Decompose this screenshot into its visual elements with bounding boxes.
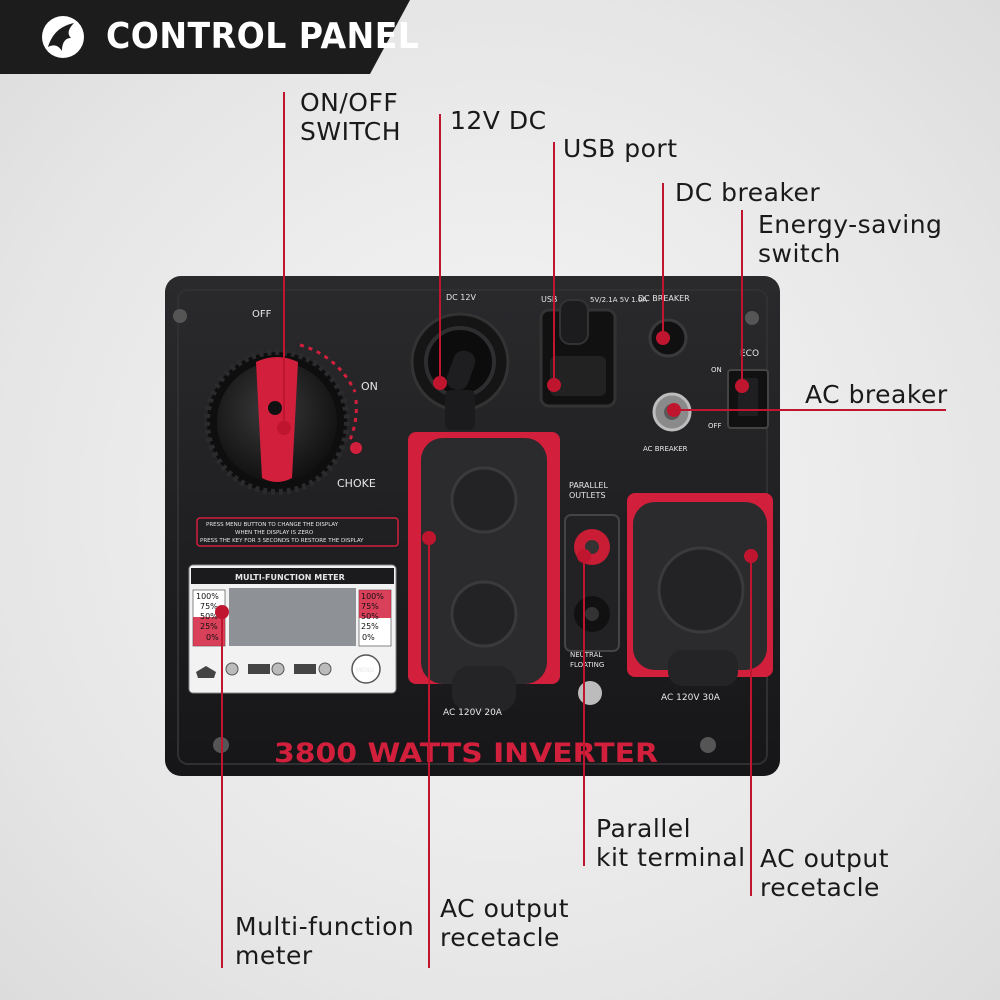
- callout-line: Parallel: [596, 814, 692, 843]
- callout-multi-function-meter: Multi-function meter: [235, 912, 414, 970]
- meter-left-level: 25%: [200, 622, 218, 631]
- knob-choke-label: CHOKE: [337, 477, 376, 490]
- menu-button: [351, 654, 381, 684]
- meter-left-level: 75%: [200, 602, 218, 611]
- ac-receptacle-20a: [408, 432, 560, 712]
- ac-20a-label: AC 120V 20A: [443, 708, 503, 718]
- brand-logo-icon: [42, 16, 84, 58]
- dc-breaker-label: DC BREAKER: [638, 294, 690, 303]
- callout-line: meter: [235, 941, 313, 970]
- meter-right-level: 75%: [361, 602, 379, 611]
- callout-energy-saving-switch: Energy-saving switch: [758, 210, 942, 268]
- ac-breaker-label: AC BREAKER: [643, 445, 688, 453]
- model-name: 3800 WATTS INVERTER: [274, 738, 658, 769]
- eco-on-label: ON: [711, 366, 722, 374]
- callout-line: switch: [758, 239, 841, 268]
- callout-ac-output-left: AC output recetacle: [440, 894, 569, 952]
- callout-leader-lines: [221, 92, 946, 968]
- knob-off-label: OFF: [252, 309, 272, 320]
- callout-line: AC output: [760, 844, 890, 873]
- parallel-outlets-line2: OUTLETS: [569, 491, 606, 500]
- callout-ac-breaker: AC breaker: [805, 380, 948, 409]
- menu-hint-line2: WHEN THE DISPLAY IS ZERO: [235, 530, 314, 536]
- meter-menu-label: MENU: [356, 667, 374, 674]
- callout-usb-port: USB port: [563, 134, 678, 163]
- usb-spec: 5V/2.1A 5V 1.0A: [590, 296, 647, 304]
- overload-icon: [294, 664, 316, 674]
- callout-ac-output-right: AC output recetacle: [760, 844, 889, 902]
- eco-label: ECO: [740, 349, 759, 359]
- eco-off-label: OFF: [708, 422, 722, 430]
- callout-line: Multi-function: [235, 912, 415, 941]
- parallel-outlets-line1: PARALLEL: [569, 481, 608, 490]
- callout-dots: [215, 331, 758, 619]
- screw-icon: [173, 309, 759, 753]
- meter-right-level: 50%: [361, 612, 379, 621]
- callout-line: recetacle: [440, 923, 560, 952]
- page-title: CONTROL PANEL: [106, 16, 420, 57]
- callout-on-off-switch: ON/OFF SWITCH: [300, 88, 401, 146]
- ac-receptacle-30a: [627, 493, 773, 686]
- callout-line: SWITCH: [300, 117, 402, 146]
- oil-icon: [196, 666, 216, 678]
- callout-line: AC output: [440, 894, 570, 923]
- callout-line: ON/OFF: [300, 88, 399, 117]
- callout-line: kit terminal: [596, 843, 746, 872]
- meter-right-level: 100%: [361, 592, 384, 601]
- menu-hint-box: [196, 517, 399, 547]
- meter-title: MULTI-FUNCTION METER: [235, 573, 345, 582]
- callout-parallel-kit-terminal: Parallel kit terminal: [596, 814, 746, 872]
- meter-left-level: 0%: [206, 633, 219, 642]
- on-off-knob: [204, 343, 362, 495]
- callout-line: Energy-saving: [758, 210, 943, 239]
- meter-right-level: 0%: [362, 633, 375, 642]
- ac-30a-label: AC 120V 30A: [661, 693, 721, 703]
- menu-hint-line1: PRESS MENU BUTTON TO CHANGE THE DISPLAY: [206, 522, 339, 528]
- meter-left-level: 50%: [200, 612, 218, 621]
- neutral-line1: NEUTRAL: [570, 651, 602, 659]
- multi-function-meter: [188, 564, 397, 694]
- meter-right-level: 25%: [361, 622, 379, 631]
- neutral-line2: FLOATING: [570, 661, 604, 669]
- callout-line: recetacle: [760, 873, 880, 902]
- meter-left-level: 100%: [196, 592, 219, 601]
- engine-icon: [248, 664, 270, 674]
- callout-12v-dc: 12V DC: [450, 106, 547, 135]
- knob-on-label: ON: [361, 380, 378, 393]
- menu-hint-line3: PRESS THE KEY FOR 3 SECONDS TO RESTORE T…: [200, 538, 364, 544]
- usb-label: USB: [541, 295, 557, 304]
- dc-label: DC 12V: [446, 293, 476, 302]
- callout-dc-breaker: DC breaker: [675, 178, 821, 207]
